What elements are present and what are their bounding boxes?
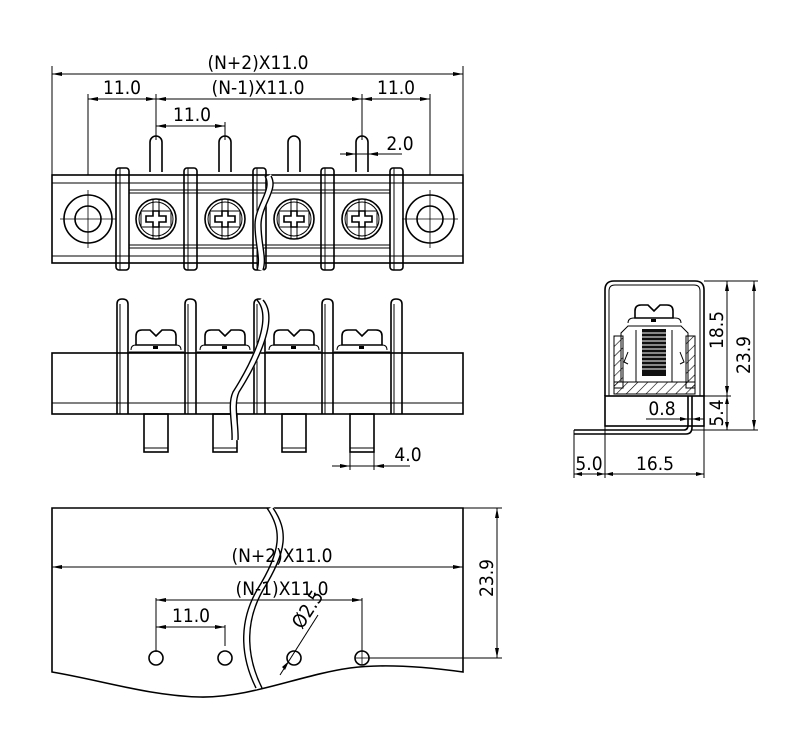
height-total-label: 23.9: [733, 336, 755, 374]
top-view: (N+2)X11.0 11.0 (N-1)X11.0 11.0 11.0: [51, 52, 464, 272]
overall-width-dimension: (N+2)X11.0: [51, 52, 464, 175]
pcb-height-label: 23.9: [476, 559, 498, 597]
pcb-overall-width-label: (N+2)X11.0: [231, 545, 332, 567]
right-end-label: 11.0: [377, 77, 415, 99]
mounting-hole-left: [60, 190, 116, 248]
pcb-layout-view: (N+2)X11.0 (N-1)X11.0 11.0 Ø2.5: [51, 506, 502, 698]
front-pin-width-dimension: 4.0: [332, 444, 422, 470]
front-screw-heads: [130, 329, 388, 351]
pcb-holes: [148, 650, 370, 666]
pcb-pitch-label: 11.0: [172, 605, 210, 627]
pitch-dimension: 11.0: [156, 104, 226, 140]
pitch-label: 11.0: [173, 104, 211, 126]
screw-1: [135, 198, 177, 240]
height-lower-label: 5.4: [706, 399, 728, 426]
side-base: [604, 395, 705, 427]
pcb-hole-1: [148, 650, 164, 666]
pins: [149, 135, 369, 172]
flange-label: 5.0: [575, 453, 602, 475]
depth-label: 16.5: [636, 453, 674, 475]
pcb-break-line: [243, 506, 284, 690]
front-break-line: [229, 297, 270, 441]
pitch-span-label: (N-1)X11.0: [212, 77, 305, 99]
front-pins: [143, 413, 375, 453]
pcb-hole-3: [286, 650, 302, 666]
left-end-label: 11.0: [103, 77, 141, 99]
screw-3: [273, 198, 315, 240]
barriers: [115, 167, 404, 271]
overall-width-label: (N+2)X11.0: [207, 52, 308, 74]
screw-4: [341, 198, 383, 240]
break-line: [254, 174, 274, 272]
pin-width-dimension: 2.0: [340, 133, 414, 156]
pitch-span-dimension: 11.0 (N-1)X11.0 11.0: [87, 77, 431, 175]
side-dimensions: 23.9 18.5 5.4 0.8 5.0: [573, 280, 758, 478]
screw-2: [204, 198, 246, 240]
plate-thickness-label: 0.8: [648, 398, 675, 420]
pcb-pitch-span-label: (N-1)X11.0: [236, 578, 329, 600]
side-view: 23.9 18.5 5.4 0.8 5.0: [573, 280, 758, 478]
pin-width-label: 2.0: [386, 133, 413, 155]
front-barriers: [116, 298, 403, 414]
pcb-hole-2: [217, 650, 233, 666]
front-pin-width-label: 4.0: [394, 444, 421, 466]
pcb-outline: [51, 507, 464, 698]
mounting-hole-right: [402, 190, 458, 248]
height-upper-label: 18.5: [706, 311, 728, 349]
front-view: 4.0: [51, 297, 464, 470]
